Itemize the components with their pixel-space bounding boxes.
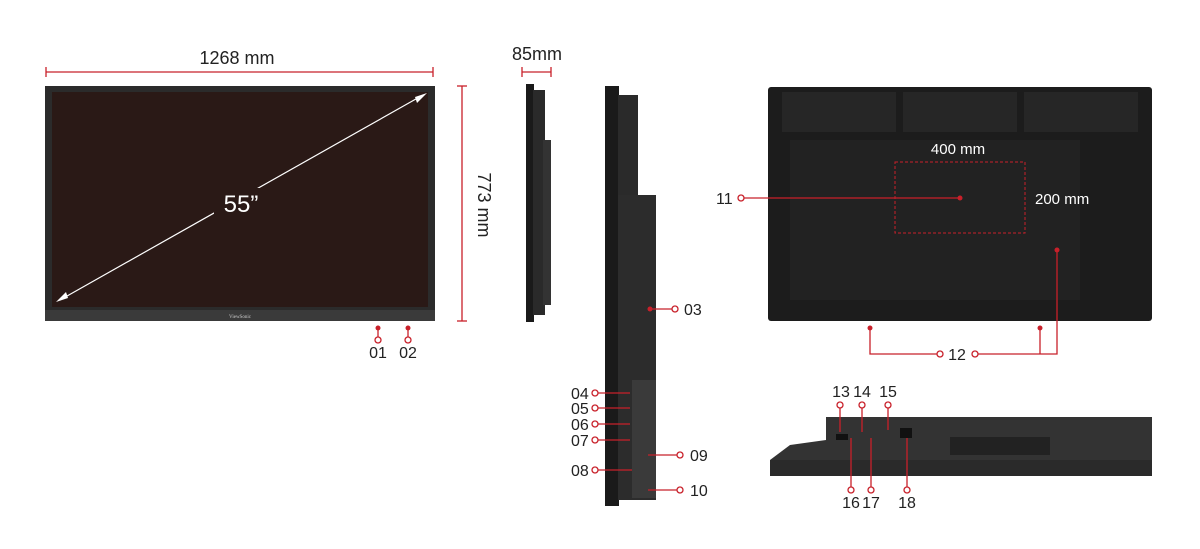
depth-label: 85mm bbox=[512, 44, 562, 64]
callout-13: 13 bbox=[832, 384, 850, 401]
left-callouts: 04 05 06 07 08 bbox=[571, 386, 632, 480]
callout-11: 11 bbox=[716, 191, 733, 208]
callout-08: 08 bbox=[571, 463, 589, 480]
callout-04: 04 bbox=[571, 386, 589, 403]
brand-logo: ViewSonic bbox=[229, 315, 252, 320]
callout-14: 14 bbox=[853, 384, 871, 401]
callout-16: 16 bbox=[842, 495, 860, 512]
callout-18: 18 bbox=[898, 495, 916, 512]
callout-03: 03 bbox=[684, 302, 702, 319]
height-label: 773 mm bbox=[474, 172, 494, 237]
callout-09: 09 bbox=[690, 448, 708, 465]
callout-06: 06 bbox=[571, 417, 589, 434]
bottom-view: 13 14 15 16 17 18 bbox=[770, 384, 1152, 512]
diagonal-size-label: 55” bbox=[224, 191, 259, 218]
back-view: 400 mm 200 mm 11 12 bbox=[716, 87, 1152, 364]
callout-12: 12 bbox=[948, 347, 966, 364]
callout-02: 02 bbox=[399, 345, 417, 362]
width-label: 1268 mm bbox=[199, 48, 274, 68]
callout-01: 01 bbox=[369, 345, 387, 362]
callout-05: 05 bbox=[571, 401, 589, 418]
callout-10: 10 bbox=[690, 483, 708, 500]
vesa-height-label: 200 mm bbox=[1035, 191, 1089, 208]
front-view: 1268 mm ViewSonic 55” 773 mm 01 02 bbox=[45, 48, 494, 362]
front-bottom-strip bbox=[45, 310, 435, 321]
vesa-width-label: 400 mm bbox=[931, 141, 985, 158]
callout-17: 17 bbox=[862, 495, 880, 512]
callout-15: 15 bbox=[879, 384, 897, 401]
side-view-depth: 85mm bbox=[512, 44, 562, 322]
side-view-ports: 03 04 05 06 07 08 09 10 bbox=[571, 86, 708, 506]
callout-07: 07 bbox=[571, 433, 589, 450]
